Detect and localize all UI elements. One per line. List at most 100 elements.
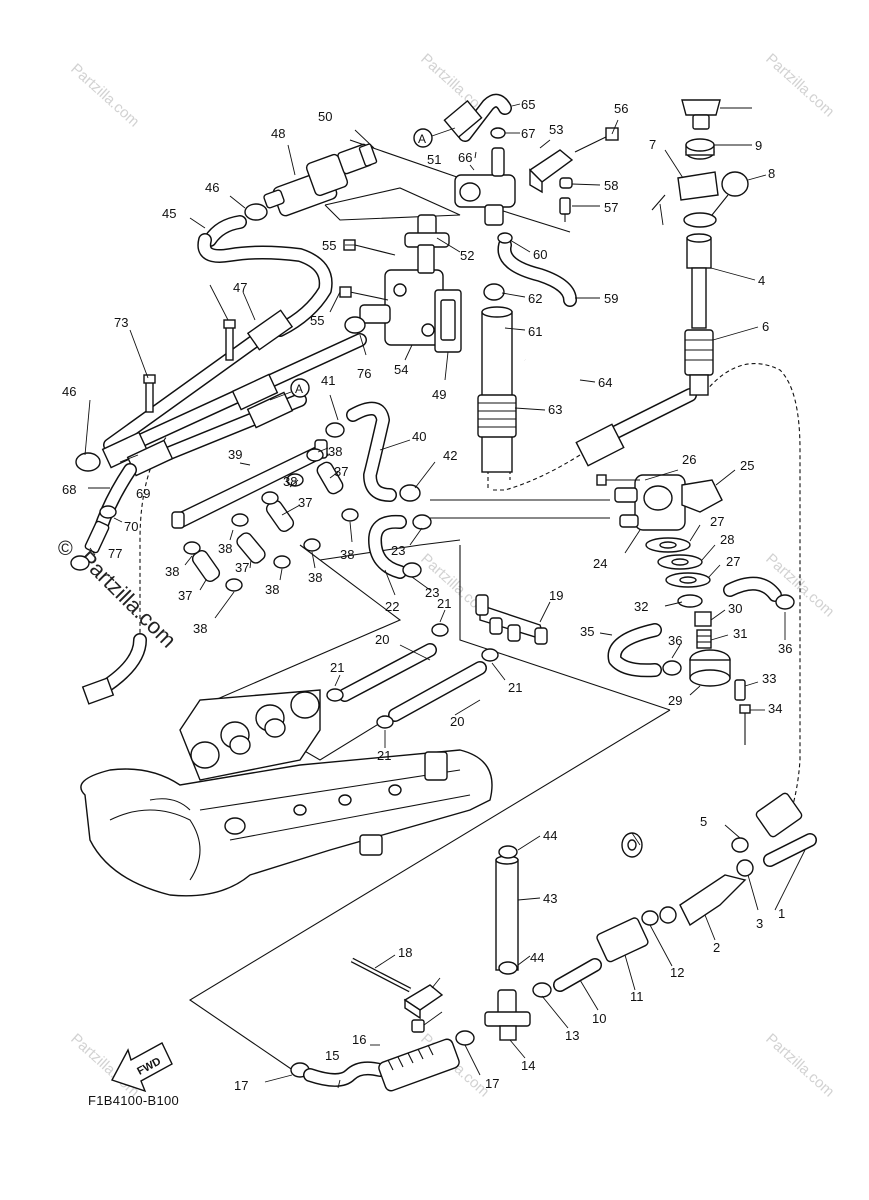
callout-71: 77 xyxy=(108,546,122,561)
callout-63: 63 xyxy=(548,402,562,417)
ring-9 xyxy=(685,138,715,160)
callout-55: 55 xyxy=(322,238,336,253)
callout-28: 28 xyxy=(720,532,734,547)
clamp-67 xyxy=(490,127,506,139)
gasket-49 xyxy=(434,289,462,353)
clamp-41 xyxy=(325,422,345,438)
joint-2-3 xyxy=(659,859,754,927)
tie-64 xyxy=(524,358,581,382)
ref-marker-a-top: A xyxy=(413,127,456,148)
tee-14 xyxy=(484,989,531,1041)
valve-48 xyxy=(263,153,349,217)
gaskets-27-28 xyxy=(645,537,711,588)
callout-52: 52 xyxy=(460,248,474,263)
callout-18: 18 xyxy=(398,945,412,960)
callout-25: 25 xyxy=(740,458,754,473)
callout-42: 42 xyxy=(443,448,457,463)
watermarks: Partzilla.com Partzilla.com Partzilla.co… xyxy=(67,50,837,1100)
callout-69: 69 xyxy=(136,486,150,501)
callout-44a: 44 xyxy=(543,828,557,843)
bellows-47 xyxy=(101,309,294,477)
callout-37b: 37 xyxy=(298,495,312,510)
tubes-20 xyxy=(338,643,487,722)
callout-26: 26 xyxy=(682,452,696,467)
callout-66: 66 xyxy=(458,150,472,165)
bellows-5-hose xyxy=(731,792,817,867)
pipe-61 xyxy=(481,306,513,473)
callout-34: 34 xyxy=(768,701,782,716)
callout-58: 58 xyxy=(604,178,618,193)
callout-40: 40 xyxy=(412,429,426,444)
bracket-74 xyxy=(403,984,444,1020)
callout-14: 14 xyxy=(521,1058,535,1073)
watermark-dark-text: Partzilla.com xyxy=(74,546,181,653)
callout-47: 47 xyxy=(233,280,247,295)
callout-21a: 21 xyxy=(437,596,451,611)
callout-33: 33 xyxy=(762,671,776,686)
callout-20b: 20 xyxy=(450,714,464,729)
callout-53: 53 xyxy=(549,122,563,137)
thermostat-29 xyxy=(689,649,731,687)
callout-17b: 17 xyxy=(485,1076,499,1091)
callout-44b: 44 xyxy=(530,950,544,965)
callout-38b: 38 xyxy=(283,474,297,489)
callout-62: 62 xyxy=(528,291,542,306)
screw-75 xyxy=(411,1019,425,1033)
callout-15: 15 xyxy=(325,1048,339,1063)
clamps-23 xyxy=(402,514,432,578)
leader-lines xyxy=(84,103,806,1089)
clamp-42 xyxy=(399,484,421,502)
callout-68: 68 xyxy=(62,482,76,497)
callout-38e: 38 xyxy=(165,564,179,579)
callout-54: 54 xyxy=(394,362,408,377)
pipe-43 xyxy=(495,855,519,971)
callout-38f: 38 xyxy=(308,570,322,585)
diagram-code: F1B4100-B100 xyxy=(88,1093,179,1108)
svg-text:A: A xyxy=(418,132,426,146)
callout-41: 41 xyxy=(321,373,335,388)
clamps-36 xyxy=(662,594,795,676)
watermark-top-left: Partzilla.com xyxy=(67,60,142,130)
hose-15-16 xyxy=(303,1038,460,1092)
callout-38d: 38 xyxy=(340,547,354,562)
callout-19: 19 xyxy=(549,588,563,603)
bellows-63 xyxy=(477,394,517,438)
callout-23b: 23 xyxy=(425,585,439,600)
callout-8: 8 xyxy=(768,166,775,181)
callout-24: 24 xyxy=(593,556,607,571)
clamp-70-center xyxy=(344,316,366,334)
hose-59 xyxy=(497,238,577,307)
bracket-7 xyxy=(677,171,719,201)
cap-76 xyxy=(681,99,721,130)
sensor-52 xyxy=(404,214,450,274)
callout-38h: 38 xyxy=(193,621,207,636)
callout-31: 31 xyxy=(733,626,747,641)
callout-29: 29 xyxy=(668,693,682,708)
callout-61: 61 xyxy=(528,324,542,339)
hoses-37 xyxy=(191,461,344,583)
cap-8 xyxy=(683,171,749,228)
callout-50: 50 xyxy=(318,109,332,124)
callout-73b: 73 xyxy=(114,315,128,330)
callout-21c: 21 xyxy=(508,680,522,695)
clamp-46 xyxy=(244,203,268,221)
callout-21d: 21 xyxy=(377,748,391,763)
callout-38g: 38 xyxy=(265,582,279,597)
callout-38c: 38 xyxy=(218,541,232,556)
callout-46b: 46 xyxy=(62,384,76,399)
callout-39: 39 xyxy=(228,447,242,462)
callout-6: 6 xyxy=(762,319,769,334)
callout-7: 7 xyxy=(649,137,656,152)
callout-20a: 20 xyxy=(375,632,389,647)
main-hose xyxy=(490,388,697,491)
callout-64: 64 xyxy=(598,375,612,390)
bolt-26 xyxy=(596,474,640,486)
tube-to-24 xyxy=(430,499,610,519)
callout-12: 12 xyxy=(670,965,684,980)
callout-56: 56 xyxy=(614,101,628,116)
callout-23a: 23 xyxy=(391,543,405,558)
callout-43: 43 xyxy=(543,891,557,906)
parts-30-32 xyxy=(677,594,712,649)
clamp-13 xyxy=(532,982,552,998)
